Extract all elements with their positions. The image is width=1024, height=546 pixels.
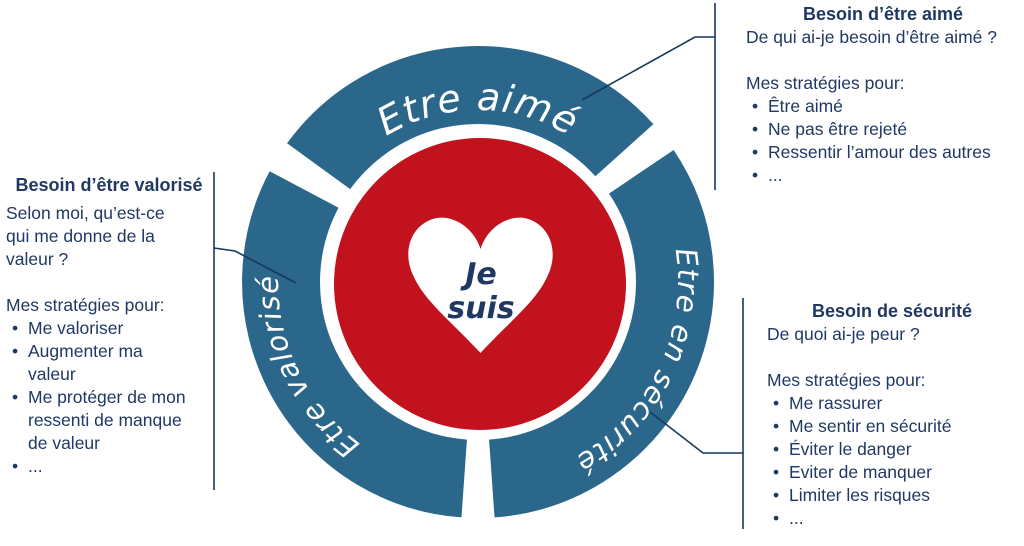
need-block-aime-bullets: • Être aimé • Ne pas être rejeté • Resse… <box>746 95 1020 187</box>
connector-line-top-right <box>581 36 715 101</box>
connector-line-bottom-right <box>649 411 743 454</box>
need-block-securite-strategies-heading: Mes stratégies pour: <box>767 370 926 390</box>
list-item: • Limiter les risques <box>767 484 1017 507</box>
center-text-line1: Je <box>460 257 497 292</box>
bullet-icon: • <box>752 119 759 139</box>
need-block-securite-question: De quoi ai-je peur ? <box>767 324 920 344</box>
list-item: • Ressentir l’amour des autres <box>746 141 1020 164</box>
need-block-securite: Besoin de sécurité De quoi ai-je peur ? … <box>767 300 1017 530</box>
bullet-icon: • <box>752 165 759 185</box>
need-block-valorise-question-line: valeur ? <box>6 249 69 269</box>
need-block-valorise: Besoin d’être valorisé Selon moi, qu’est… <box>6 174 212 478</box>
need-block-aime-strategies-heading: Mes stratégies pour: <box>746 73 905 93</box>
segment-top-arc <box>287 46 654 190</box>
need-block-securite-bullets: • Me rassurer • Me sentir en sécurité • … <box>767 392 1017 530</box>
bullet-icon: • <box>12 341 19 361</box>
bullet-icon: • <box>773 393 780 413</box>
segment-right-arc <box>488 150 714 518</box>
list-item: • Éviter le danger <box>767 438 1017 461</box>
list-item: • Me sentir en sécurité <box>767 415 1017 438</box>
need-block-valorise-question-line: Selon moi, qu’est-ce <box>6 203 165 223</box>
need-block-securite-title: Besoin de sécurité <box>811 301 973 321</box>
list-item: • ... <box>6 455 212 478</box>
need-block-aime-title: Besoin d’être aimé <box>802 4 964 24</box>
bullet-icon: • <box>752 96 759 116</box>
connector-line-left <box>213 247 297 284</box>
bullet-icon: • <box>12 318 19 338</box>
list-item: • Augmenter ma valeur <box>6 340 212 386</box>
heart-icon <box>408 217 553 353</box>
list-item: • Être aimé <box>746 95 1020 118</box>
center-text-line2: suis <box>447 291 514 326</box>
bullet-icon: • <box>12 387 19 407</box>
list-item: • Eviter de manquer <box>767 461 1017 484</box>
bullet-icon: • <box>12 456 19 476</box>
need-block-valorise-question-line: qui me donne de la <box>6 226 155 246</box>
list-item: • Ne pas être rejeté <box>746 118 1020 141</box>
list-item: • Me rassurer <box>767 392 1017 415</box>
list-item: • ... <box>767 507 1017 530</box>
list-item: • Me valoriser <box>6 317 212 340</box>
list-item: • Me protéger de mon ressenti de manque … <box>6 386 212 455</box>
list-item: • ... <box>746 164 1020 187</box>
bullet-icon: • <box>773 485 780 505</box>
need-block-aime: Besoin d’être aimé De qui ai-je besoin d… <box>746 3 1020 187</box>
bullet-icon: • <box>773 416 780 436</box>
need-block-aime-question: De qui ai-je besoin d’être aimé ? <box>746 27 997 47</box>
bullet-icon: • <box>773 439 780 459</box>
need-block-valorise-strategies-heading: Mes stratégies pour: <box>6 295 165 315</box>
segment-left-arc <box>242 171 468 518</box>
need-block-valorise-title: Besoin d’être valorisé <box>15 175 203 195</box>
bullet-icon: • <box>752 142 759 162</box>
bullet-icon: • <box>773 462 780 482</box>
need-block-valorise-bullets: • Me valoriser • Augmenter ma valeur • M… <box>6 317 212 478</box>
bullet-icon: • <box>773 508 780 528</box>
